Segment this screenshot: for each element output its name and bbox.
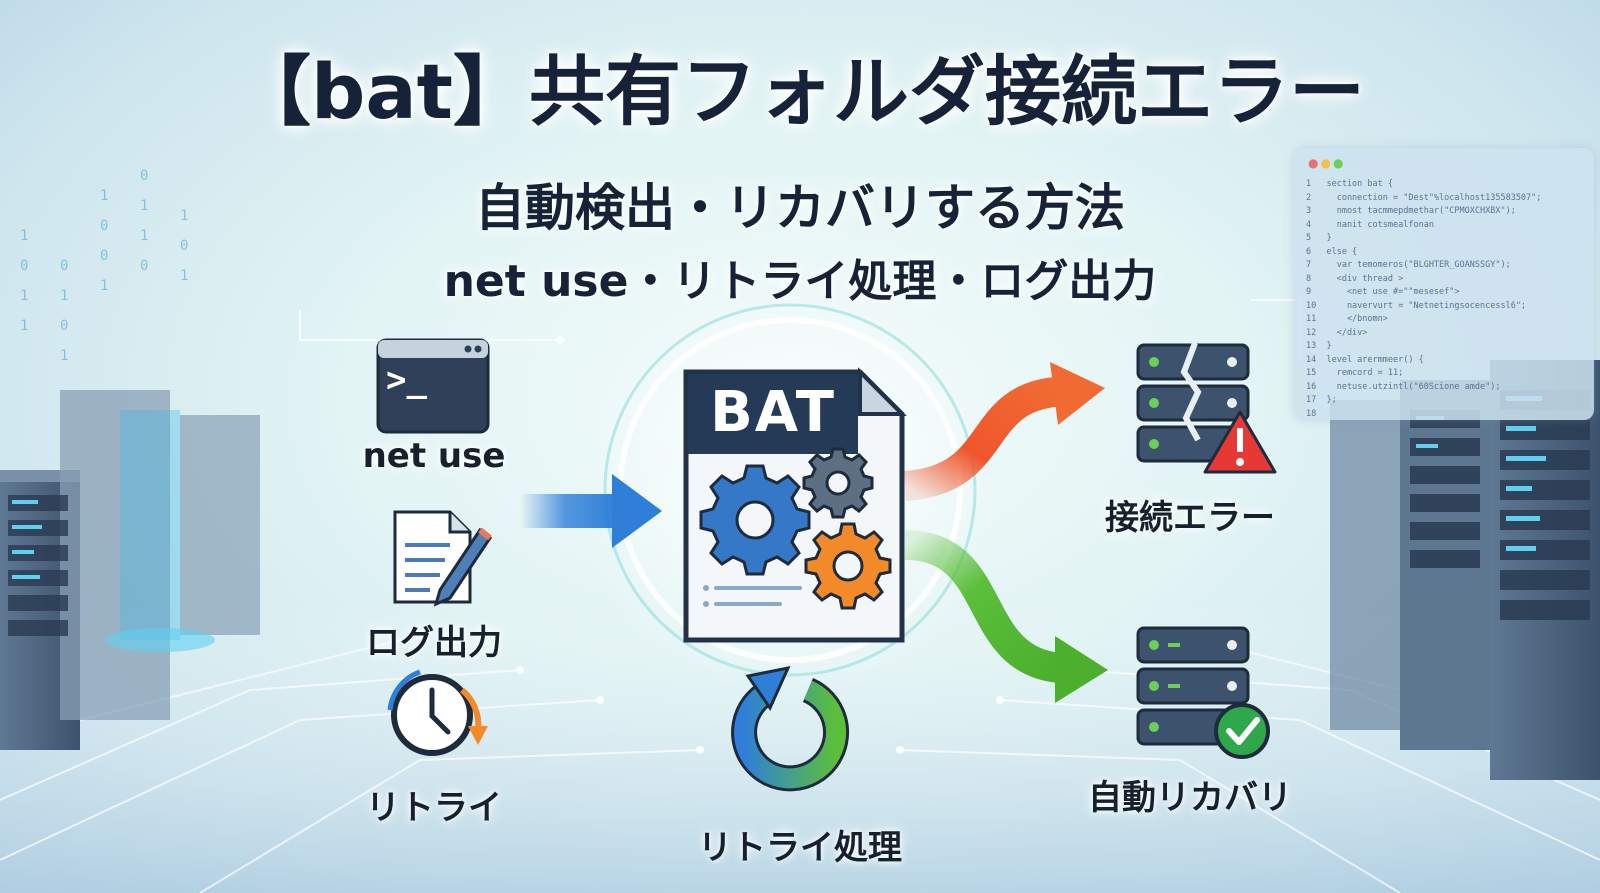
code-lines: 1 section bat { 2 connection = "Dest"%lo…	[1306, 179, 1542, 419]
svg-text:1: 1	[140, 198, 148, 214]
input-arrow	[520, 474, 662, 548]
recovery-arrow	[904, 530, 1108, 703]
server-icon	[1136, 626, 1250, 746]
gear-icon-orange	[804, 522, 892, 610]
svg-text:1: 1	[180, 268, 188, 284]
svg-text:0: 0	[20, 258, 28, 274]
label-auto-recovery: 自動リカバリ	[1088, 778, 1292, 818]
label-retry-process: リトライ処理	[698, 828, 902, 868]
label-connection-error: 接続エラー	[1105, 498, 1275, 538]
left-server-racks	[0, 390, 260, 750]
terminal-icon	[376, 338, 490, 434]
label-retry: リトライ	[366, 788, 502, 828]
subline: net use・リトライ処理・ログ出力	[443, 256, 1157, 307]
check-icon	[1214, 703, 1270, 759]
window-dots: ●●●	[1308, 156, 1346, 170]
svg-text:0: 0	[180, 238, 188, 254]
svg-text:1: 1	[20, 288, 28, 304]
svg-text:1: 1	[20, 228, 28, 244]
svg-text:1: 1	[180, 208, 188, 224]
svg-text:1: 1	[20, 318, 28, 334]
svg-text:1: 1	[100, 188, 108, 204]
svg-text:0: 0	[60, 318, 68, 334]
svg-text:1: 1	[60, 288, 68, 304]
log-file-icon	[393, 510, 493, 607]
gear-icon-small	[802, 447, 874, 519]
label-net-use: net use	[362, 436, 506, 476]
terminal-prompt: >_	[386, 360, 427, 400]
warning-icon	[1203, 410, 1277, 474]
gear-icon-large	[699, 464, 811, 576]
subtitle: 自動検出・リカバリする方法	[475, 179, 1125, 237]
svg-text:0: 0	[60, 258, 68, 274]
svg-text:1: 1	[100, 278, 108, 294]
svg-text:0: 0	[140, 168, 148, 184]
page-title: 【bat】共有フォルダ接続エラー	[234, 47, 1366, 136]
svg-text:1: 1	[140, 228, 148, 244]
right-server-racks	[1330, 360, 1600, 780]
retry-cycle-icon	[731, 665, 850, 792]
broken-server-icon	[1136, 341, 1250, 463]
code-panel: ●●● 1 section bat { 2 connection = "Dest…	[1294, 148, 1594, 420]
error-arrow	[903, 362, 1105, 501]
svg-text:0: 0	[140, 258, 148, 274]
svg-text:0: 0	[100, 248, 108, 264]
svg-text:1: 1	[60, 348, 68, 364]
clock-retry-icon	[387, 669, 488, 756]
svg-text:0: 0	[100, 218, 108, 234]
bat-label: BAT	[710, 380, 836, 445]
label-log-output: ログ出力	[366, 623, 502, 663]
